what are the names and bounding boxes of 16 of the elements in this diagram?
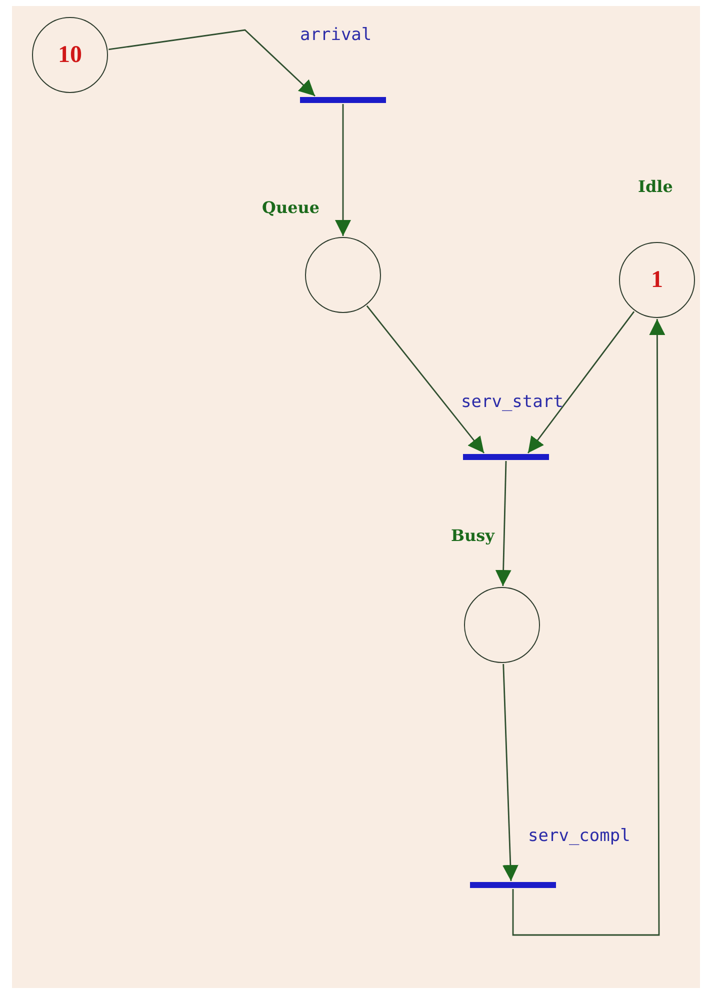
arrow <box>366 305 485 454</box>
place-circle <box>32 17 108 93</box>
arrow <box>108 29 316 96</box>
token-count: 10 <box>58 43 82 67</box>
arrow <box>335 104 351 236</box>
token-count: 1 <box>651 268 663 292</box>
place-name: Queue <box>262 198 320 217</box>
arrow <box>512 319 666 936</box>
transition-name: arrival <box>300 25 372 45</box>
place-name: Busy <box>451 526 494 545</box>
arrow <box>502 664 518 882</box>
place-name: Idle <box>638 177 673 196</box>
transition-name: serv_compl <box>528 826 630 846</box>
arrow <box>527 311 635 454</box>
transition-name: serv_start <box>461 392 564 412</box>
arrow <box>495 460 512 586</box>
